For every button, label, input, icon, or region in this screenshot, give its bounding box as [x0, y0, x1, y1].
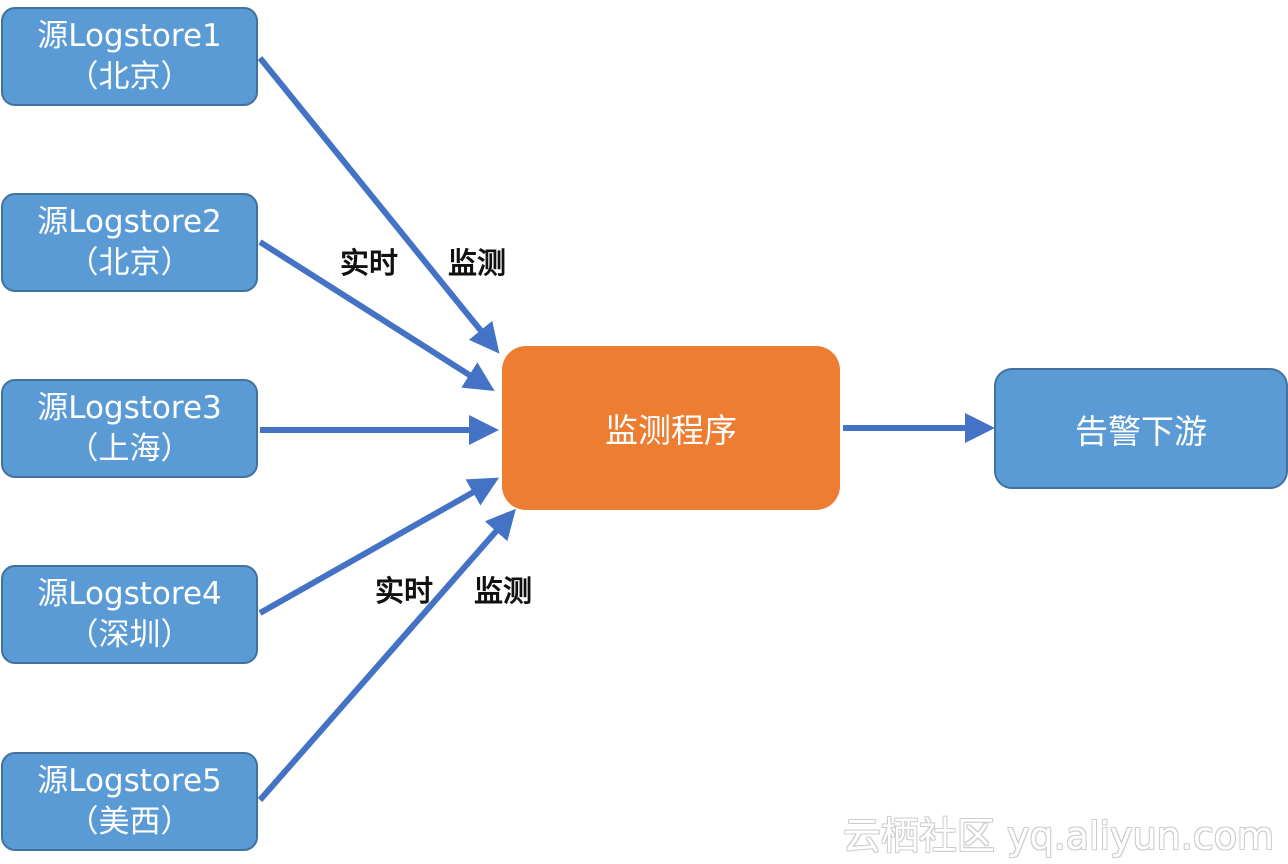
- annotation-top-monitor: 监测: [448, 246, 507, 280]
- alert-label: 告警下游: [1075, 411, 1207, 451]
- source-name: 源Logstore2: [37, 203, 222, 240]
- source-region: （北京）: [67, 244, 192, 281]
- arrow-source4-to-monitor: [258, 477, 500, 616]
- source-name: 源Logstore4: [37, 575, 222, 612]
- annotation-bottom-realtime: 实时: [375, 574, 434, 608]
- source-region: （北京）: [67, 58, 192, 95]
- source-name: 源Logstore1: [37, 17, 222, 54]
- annotation-top-realtime: 实时: [340, 246, 399, 280]
- source-logstore-5: 源Logstore5 （美西）: [1, 752, 258, 851]
- source-region: （美西）: [67, 803, 192, 840]
- annotation-bottom-monitor: 监测: [474, 574, 533, 608]
- source-logstore-2: 源Logstore2 （北京）: [1, 193, 258, 292]
- source-region: （上海）: [67, 430, 192, 467]
- source-name: 源Logstore3: [37, 389, 222, 426]
- source-logstore-1: 源Logstore1 （北京）: [1, 7, 258, 106]
- source-name: 源Logstore5: [37, 762, 222, 799]
- source-region: （深圳）: [67, 616, 192, 653]
- arrow-source2-to-monitor: [258, 239, 495, 392]
- source-logstore-3: 源Logstore3 （上海）: [1, 379, 258, 478]
- source-logstore-4: 源Logstore4 （深圳）: [1, 565, 258, 664]
- monitor-program-node: 监测程序: [502, 346, 840, 510]
- arrow-source5-to-monitor: [257, 508, 516, 802]
- watermark: 云栖社区 yq.aliyun.com: [842, 814, 1274, 858]
- alert-downstream-node: 告警下游: [994, 368, 1288, 489]
- arrow-source1-to-monitor: [257, 56, 500, 354]
- monitor-label: 监测程序: [605, 411, 737, 450]
